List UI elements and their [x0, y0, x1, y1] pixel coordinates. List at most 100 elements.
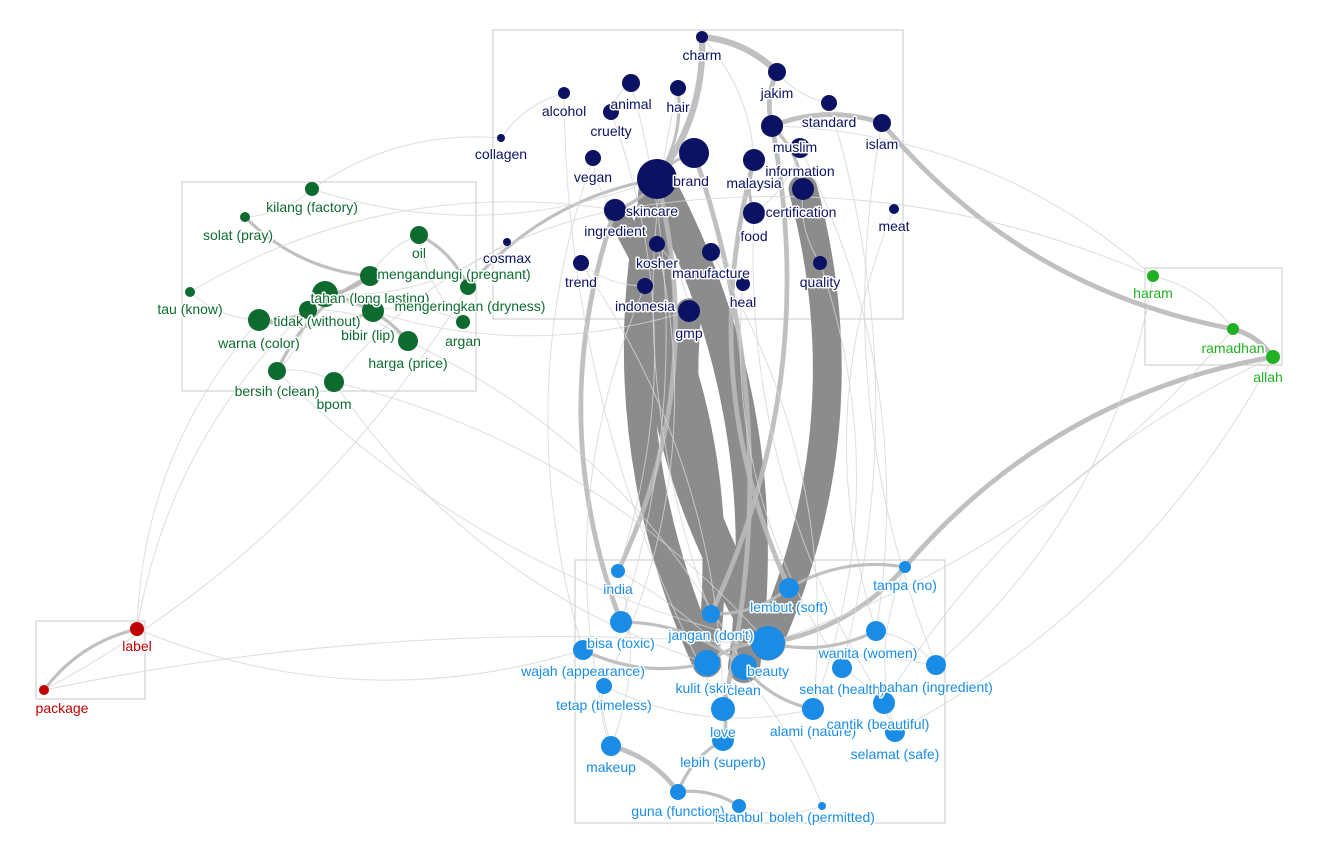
node-mengeringkan[interactable] [460, 279, 476, 295]
node-tidak[interactable] [248, 309, 270, 331]
node-label-bersih: bersih (clean) [235, 383, 320, 399]
edge-label-wajah [136, 628, 584, 681]
node-charm[interactable] [696, 31, 708, 43]
node-label-ramadhan: ramadhan [1201, 340, 1264, 356]
node-tau[interactable] [185, 287, 195, 297]
node-lembut[interactable] [779, 578, 799, 598]
node-kilang[interactable] [305, 182, 319, 196]
node-vegan[interactable] [585, 150, 601, 166]
edge-indonesia-makeup [585, 285, 646, 747]
node-lebih[interactable] [712, 729, 734, 751]
node-bahan[interactable] [926, 655, 946, 675]
edge-tau-skincare [189, 201, 616, 293]
node-standard[interactable] [821, 95, 837, 111]
node-bisa[interactable] [610, 611, 632, 633]
node-hair[interactable] [670, 80, 686, 96]
edge-alcohol-collagen [500, 92, 565, 139]
node-label[interactable] [130, 622, 144, 636]
node-food[interactable] [792, 178, 814, 200]
node-bpom[interactable] [324, 372, 344, 392]
node-indonesia[interactable] [637, 278, 653, 294]
edge-india-makeup [610, 570, 631, 747]
node-label-alcohol: alcohol [542, 103, 586, 119]
node-label-information: information [765, 163, 834, 179]
node-allah[interactable] [1266, 350, 1280, 364]
node-warna[interactable] [299, 301, 317, 319]
node-haram[interactable] [1147, 270, 1159, 282]
node-solat[interactable] [240, 212, 250, 222]
node-kosher[interactable] [649, 236, 665, 252]
node-alami[interactable] [802, 698, 824, 720]
node-guna[interactable] [670, 784, 686, 800]
node-cruelty[interactable] [603, 104, 619, 120]
node-label-quality: quality [800, 274, 840, 290]
node-label-boleh: boleh (permitted) [769, 809, 875, 825]
edge-animal-bisa [620, 82, 667, 623]
node-label-bpom: bpom [316, 396, 351, 412]
node-certification[interactable] [743, 202, 765, 224]
node-cantik[interactable] [873, 692, 895, 714]
node-manufacture[interactable] [702, 243, 720, 261]
node-label-wajah: wajah (appearance) [520, 663, 645, 679]
node-gmp[interactable] [678, 300, 700, 322]
node-sehat[interactable] [832, 658, 852, 678]
node-skincare[interactable] [604, 199, 626, 221]
edge-information-wanita [799, 147, 888, 632]
node-tahan[interactable] [312, 281, 338, 307]
node-label-islam: islam [866, 136, 899, 152]
node-label-india: india [603, 581, 633, 597]
node-jangan[interactable] [702, 605, 720, 623]
node-kulit[interactable] [694, 650, 720, 676]
node-label-alami: alami (nature) [770, 723, 856, 739]
node-collagen[interactable] [497, 134, 505, 142]
node-trend[interactable] [573, 255, 589, 271]
node-ramadhan[interactable] [1227, 323, 1239, 335]
node-clean[interactable] [731, 654, 757, 680]
edge-kilang-brand [311, 178, 658, 216]
node-cosmax[interactable] [503, 238, 511, 246]
node-istanbul[interactable] [732, 799, 746, 813]
node-makeup[interactable] [601, 736, 621, 756]
node-muslim[interactable] [761, 115, 783, 137]
node-heal[interactable] [736, 277, 750, 291]
node-ingredient[interactable] [679, 138, 709, 168]
node-meat[interactable] [889, 204, 899, 214]
node-jakim[interactable] [768, 63, 786, 81]
node-label-lembut: lembut (soft) [750, 599, 828, 615]
node-beauty[interactable] [751, 626, 785, 660]
node-quality[interactable] [813, 256, 827, 270]
node-brand[interactable] [637, 159, 677, 199]
node-wanita[interactable] [866, 621, 886, 641]
node-malaysia[interactable] [743, 149, 765, 171]
node-love[interactable] [711, 697, 735, 721]
node-label-guna: guna (function) [631, 803, 724, 819]
node-harga[interactable] [398, 331, 418, 351]
node-bersih[interactable] [268, 362, 286, 380]
node-boleh[interactable] [818, 802, 826, 810]
node-label-allah: allah [1253, 369, 1283, 385]
edge-tanpa-lembut [787, 562, 907, 590]
node-information[interactable] [790, 138, 810, 158]
node-package[interactable] [39, 685, 49, 695]
edge-tetap-alami [603, 685, 814, 719]
node-india[interactable] [611, 564, 625, 578]
node-label-tau: tau (know) [157, 301, 222, 317]
node-alcohol[interactable] [558, 87, 570, 99]
node-label-wanita: wanita (women) [818, 645, 918, 661]
node-argan[interactable] [456, 315, 470, 329]
edge-bersih-beauty [276, 370, 769, 644]
node-oil[interactable] [410, 226, 428, 244]
node-islam[interactable] [873, 114, 891, 132]
edge-manufacture-alami [710, 251, 819, 710]
node-tanpa[interactable] [899, 561, 911, 573]
node-bibir[interactable] [362, 300, 384, 322]
node-label-trend: trend [565, 274, 597, 290]
node-tetap[interactable] [596, 678, 612, 694]
node-animal[interactable] [622, 74, 640, 92]
node-wajah[interactable] [573, 640, 593, 660]
node-label-bisa: bisa (toxic) [587, 635, 655, 651]
node-label-animal: animal [610, 96, 651, 112]
node-selamat[interactable] [885, 722, 905, 742]
node-mengandungi[interactable] [360, 266, 380, 286]
edge-meat-wanita [846, 208, 895, 632]
